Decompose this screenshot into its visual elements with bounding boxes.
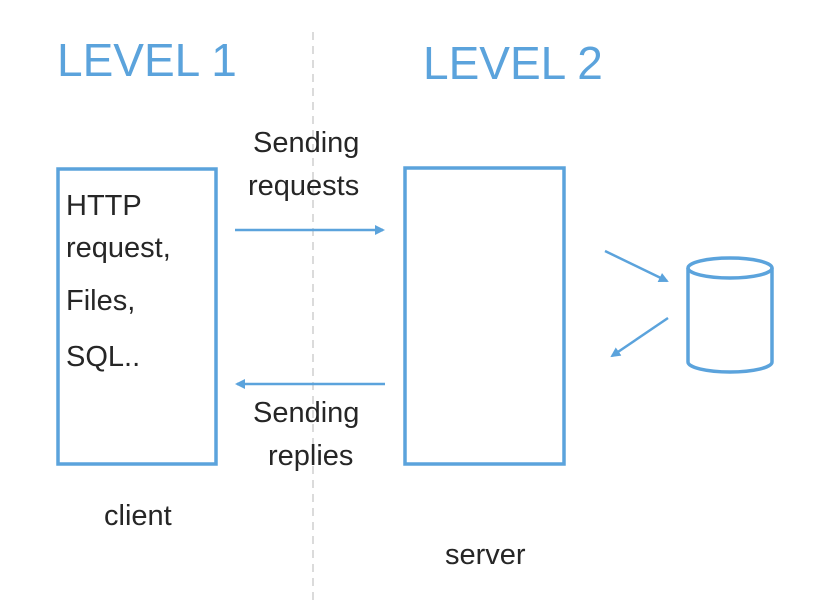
request-arrow-label: Sending <box>253 127 359 159</box>
server-label: server <box>445 539 526 571</box>
client-content-line: Files, <box>66 285 135 317</box>
database-to-server-arrow <box>610 316 669 358</box>
request-arrow-label: requests <box>248 170 359 202</box>
reply-arrow-label: replies <box>268 440 353 472</box>
server-box <box>403 166 566 466</box>
database-icon <box>686 256 774 374</box>
level-2-title: LEVEL 2 <box>423 37 603 89</box>
client-content-line: HTTP <box>66 190 142 222</box>
level-1-title: LEVEL 1 <box>57 34 237 86</box>
client-content-line: request, <box>66 232 171 264</box>
client-label: client <box>104 500 172 532</box>
server-to-database-arrow <box>604 249 669 283</box>
client-box <box>56 167 218 466</box>
reply-arrow-label: Sending <box>253 397 359 429</box>
client-content-line: SQL.. <box>66 341 140 373</box>
